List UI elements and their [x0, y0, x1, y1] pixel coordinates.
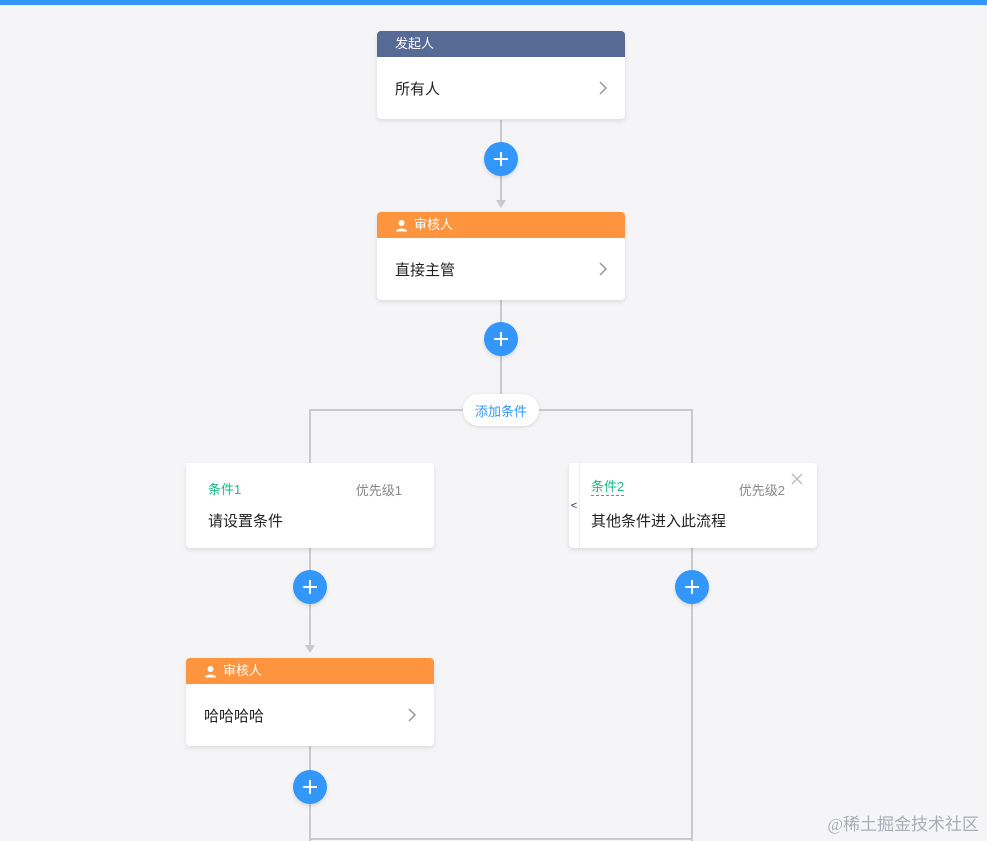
start-node-title: 发起人: [395, 36, 435, 51]
plus-icon: [685, 580, 699, 594]
connector-line: [691, 547, 693, 841]
move-left-button[interactable]: <: [569, 463, 580, 548]
start-node[interactable]: 发起人 所有人: [377, 31, 625, 119]
branch-right-line: [691, 409, 693, 464]
approver-node-body[interactable]: 直接主管: [377, 238, 625, 300]
chevron-right-icon: [599, 81, 608, 95]
approver-node-title: 审核人: [223, 663, 263, 678]
user-icon: [205, 665, 216, 677]
condition-priority: 优先级1: [355, 483, 402, 498]
approver-node[interactable]: 审核人 直接主管: [377, 212, 625, 300]
plus-icon: [303, 780, 317, 794]
add-node-button[interactable]: [675, 570, 709, 604]
watermark: @稀土掘金技术社区: [827, 815, 979, 834]
condition-content: 请设置条件: [208, 513, 284, 530]
approver-node-body[interactable]: 哈哈哈哈: [186, 684, 434, 746]
start-node-header: 发起人: [377, 31, 625, 57]
condition-node-1[interactable]: 条件1 优先级1 请设置条件: [186, 463, 434, 548]
chevron-right-icon: [599, 262, 608, 276]
connector-arrow: [496, 200, 506, 208]
plus-icon: [494, 152, 508, 166]
condition-title: 条件1: [208, 482, 242, 497]
condition-node-2[interactable]: < 条件2 优先级2 其他条件进入此流程: [569, 463, 817, 548]
condition-content: 其他条件进入此流程: [591, 513, 727, 530]
plus-icon: [494, 332, 508, 346]
plus-icon: [303, 580, 317, 594]
add-node-button[interactable]: [293, 570, 327, 604]
approver-node-header: 审核人: [377, 212, 625, 238]
approver-node-content: 直接主管: [395, 261, 456, 279]
start-node-body[interactable]: 所有人: [377, 57, 625, 119]
condition-title[interactable]: 条件2: [591, 479, 625, 496]
chevron-right-icon: [408, 708, 417, 722]
close-icon[interactable]: [791, 473, 803, 485]
top-accent-bar: [0, 0, 987, 5]
approver-node-header: 审核人: [186, 658, 434, 684]
approver-node-content: 哈哈哈哈: [204, 707, 265, 725]
add-condition-button[interactable]: 添加条件: [463, 394, 539, 426]
connector-arrow: [305, 645, 315, 653]
approver-node[interactable]: 审核人 哈哈哈哈: [186, 658, 434, 746]
condition-priority: 优先级2: [738, 483, 785, 498]
add-node-button[interactable]: [293, 770, 327, 804]
branch-left-line: [309, 409, 311, 464]
start-node-content: 所有人: [395, 80, 441, 98]
branch-bottom-line: [310, 838, 693, 840]
add-node-button[interactable]: [484, 142, 518, 176]
user-icon: [396, 219, 407, 231]
approver-node-title: 审核人: [414, 217, 454, 232]
add-node-button[interactable]: [484, 322, 518, 356]
